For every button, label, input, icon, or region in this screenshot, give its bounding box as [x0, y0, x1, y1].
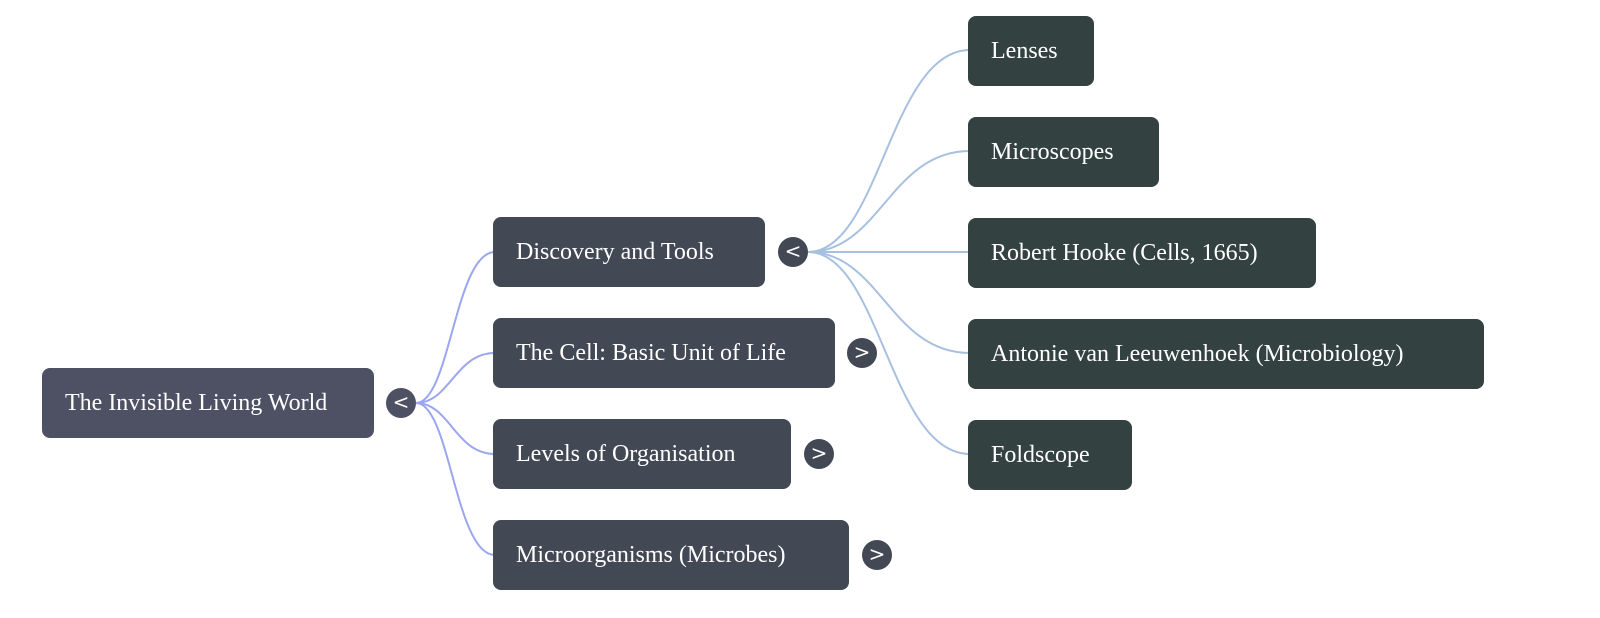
root-node-label: The Invisible Living World — [65, 390, 328, 416]
chevron-left-icon: < — [392, 390, 410, 414]
connector-root-to-cell — [415, 352, 496, 404]
connector-discovery-to-foldscope — [807, 251, 971, 455]
leaf-node-label: Microscopes — [991, 139, 1114, 165]
discovery-collapse-toggle[interactable]: < — [778, 237, 808, 267]
microbes-expand-toggle[interactable]: > — [862, 540, 892, 570]
branch-node-label: Discovery and Tools — [516, 239, 714, 265]
connector-discovery-to-lenses — [807, 49, 971, 253]
branch-node-label: The Cell: Basic Unit of Life — [516, 340, 786, 366]
branch-node-levels[interactable]: Levels of Organisation — [493, 419, 791, 489]
connector-root-to-levels — [415, 402, 496, 455]
leaf-node-label: Lenses — [991, 38, 1058, 64]
branch-node-cell[interactable]: The Cell: Basic Unit of Life — [493, 318, 835, 388]
connector-discovery-to-microscopes — [807, 150, 971, 253]
leaf-node-label: Antonie van Leeuwenhoek (Microbiology) — [991, 341, 1404, 367]
leaf-node-label: Foldscope — [991, 442, 1090, 468]
levels-expand-toggle[interactable]: > — [804, 439, 834, 469]
cell-expand-toggle[interactable]: > — [847, 338, 877, 368]
connector-discovery-to-leeuwenhoek — [807, 251, 971, 354]
branch-node-label: Microorganisms (Microbes) — [516, 542, 786, 568]
leaf-node-label: Robert Hooke (Cells, 1665) — [991, 240, 1258, 266]
chevron-right-icon: > — [810, 441, 828, 465]
branch-node-microbes[interactable]: Microorganisms (Microbes) — [493, 520, 849, 590]
connector-root-to-microbes — [415, 402, 496, 556]
chevron-right-icon: > — [868, 542, 886, 566]
connector-root-to-discovery — [415, 251, 496, 404]
chevron-left-icon: < — [784, 239, 802, 263]
root-node[interactable]: The Invisible Living World — [42, 368, 374, 438]
leaf-node-foldscope[interactable]: Foldscope — [968, 420, 1132, 490]
chevron-right-icon: > — [853, 340, 871, 364]
leaf-node-robert-hooke[interactable]: Robert Hooke (Cells, 1665) — [968, 218, 1316, 288]
leaf-node-microscopes[interactable]: Microscopes — [968, 117, 1159, 187]
root-collapse-toggle[interactable]: < — [386, 388, 416, 418]
branch-node-label: Levels of Organisation — [516, 441, 736, 467]
leaf-node-lenses[interactable]: Lenses — [968, 16, 1094, 86]
branch-node-discovery[interactable]: Discovery and Tools — [493, 217, 765, 287]
leaf-node-leeuwenhoek[interactable]: Antonie van Leeuwenhoek (Microbiology) — [968, 319, 1484, 389]
